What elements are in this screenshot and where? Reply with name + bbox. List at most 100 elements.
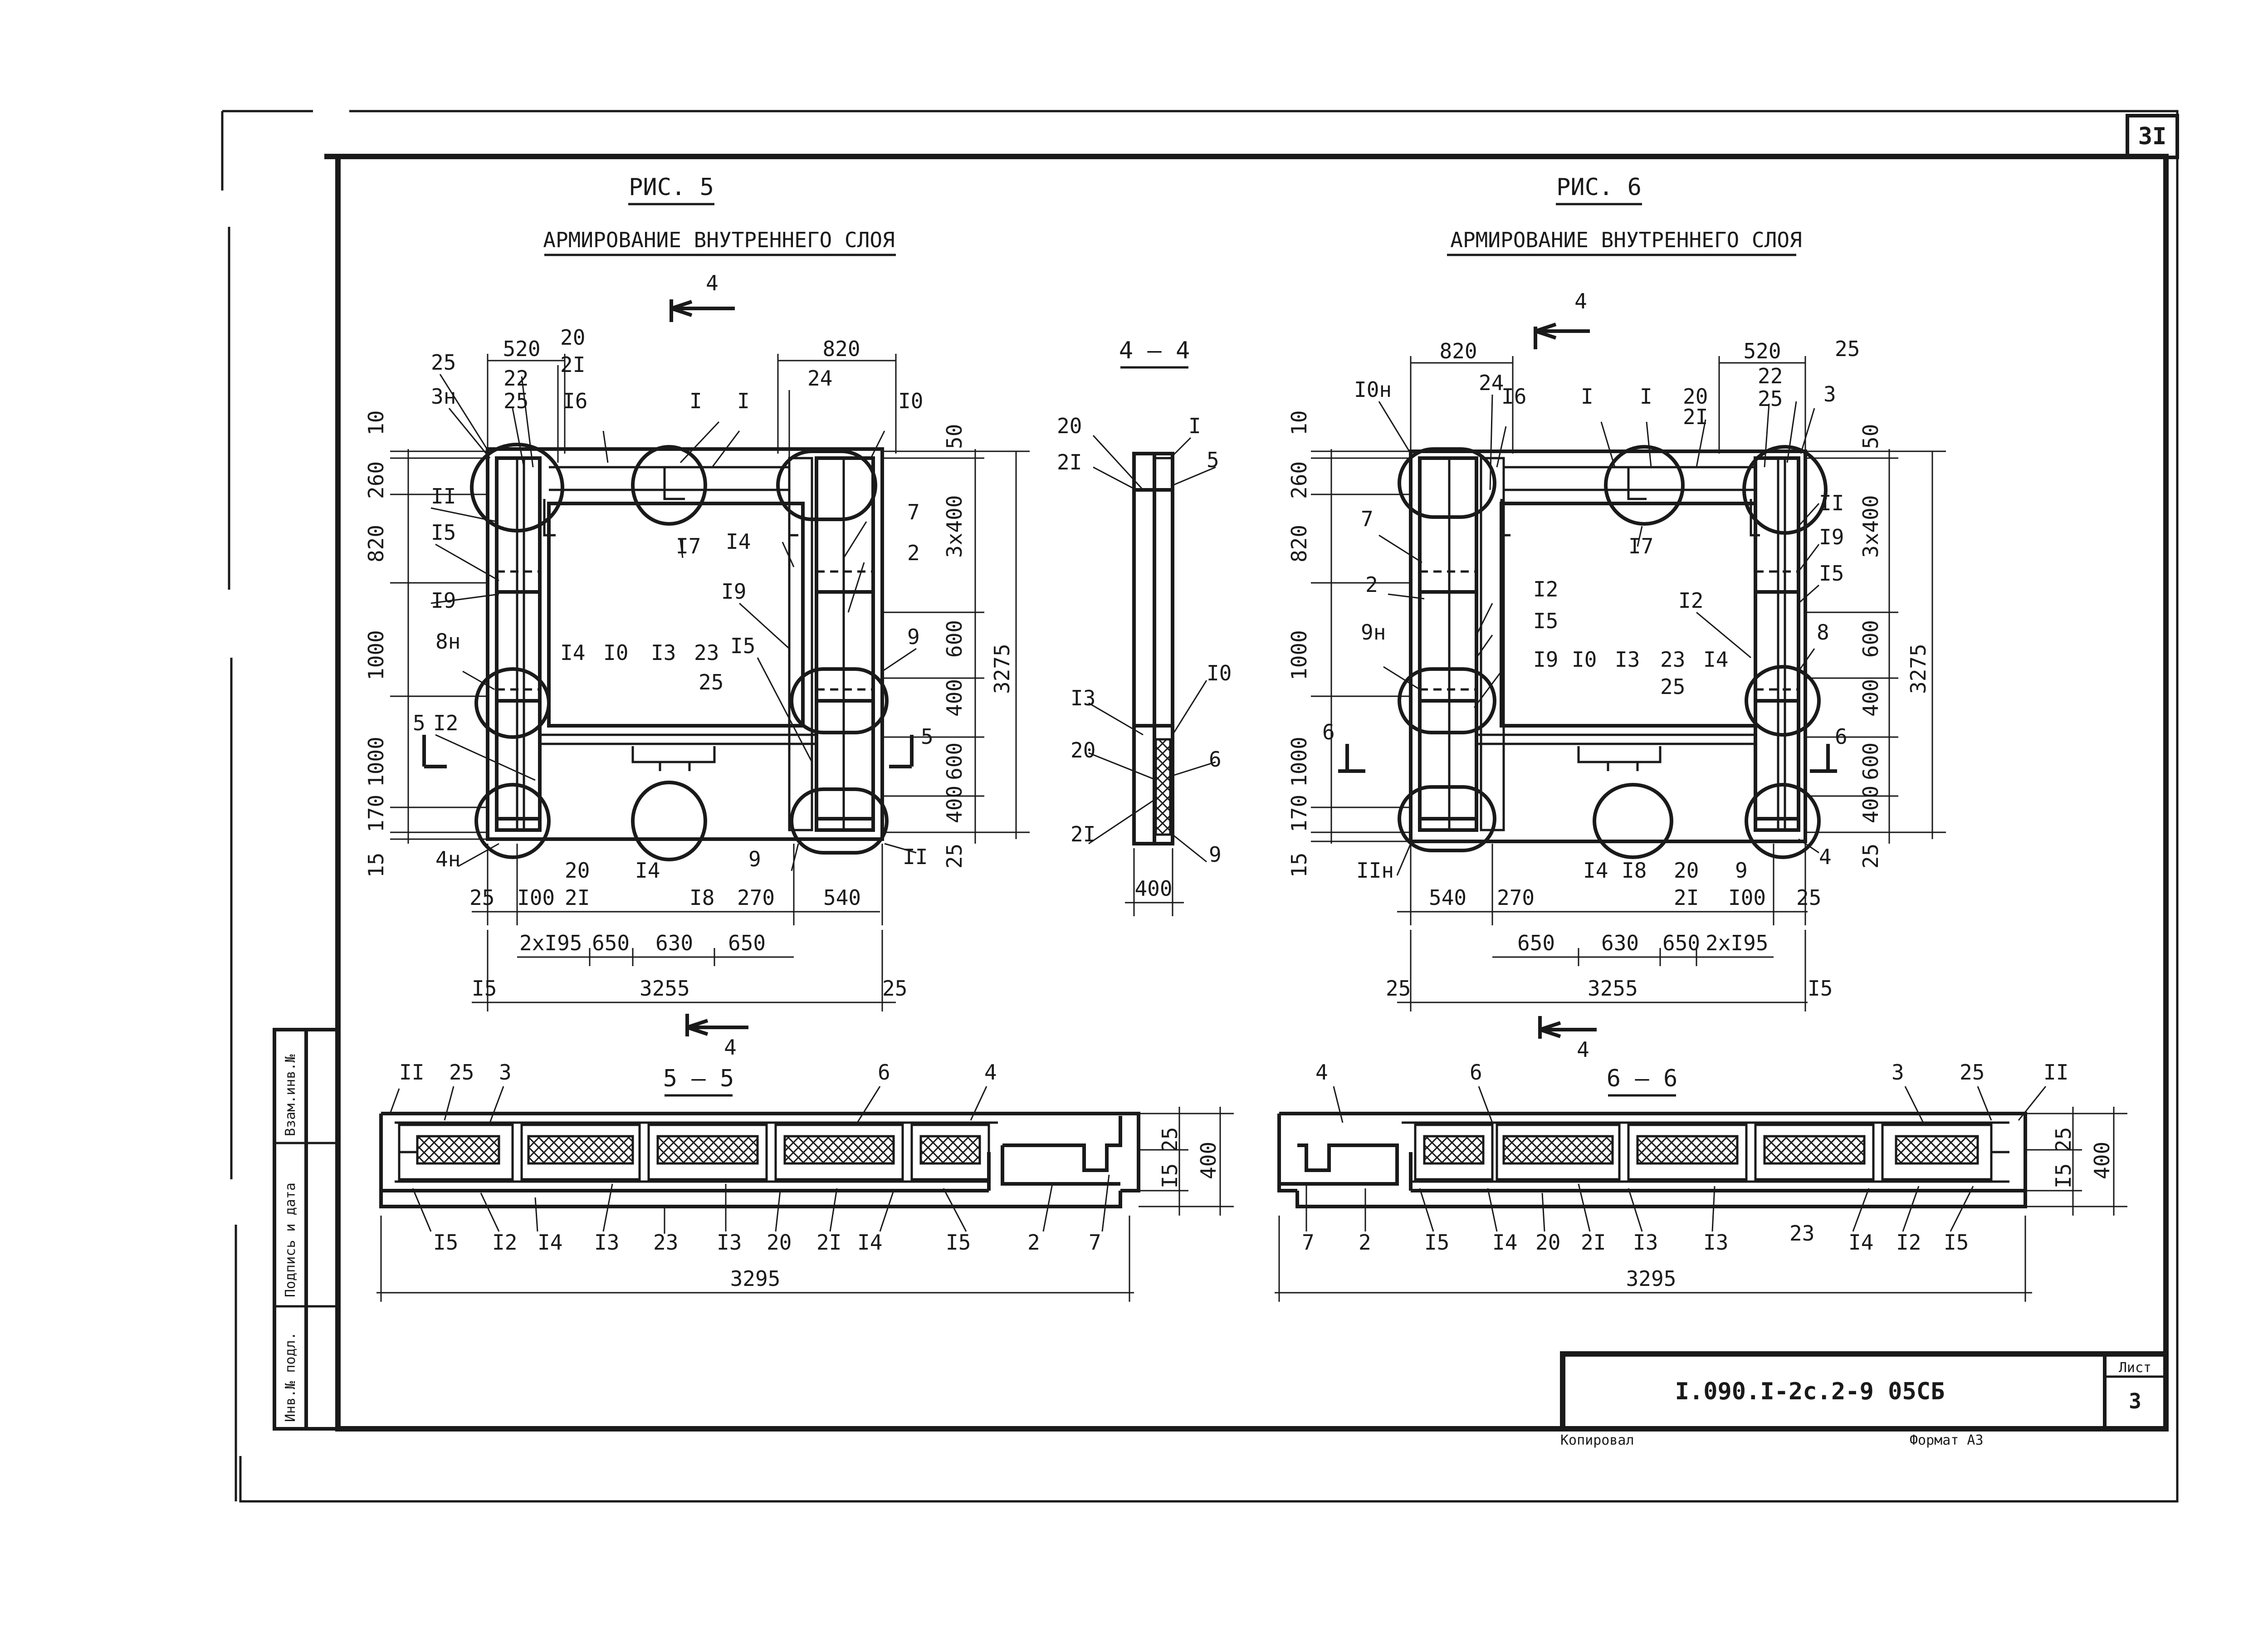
fig5-lbl-22: 22	[503, 366, 528, 391]
sec44-lbl-i3: I3	[1070, 686, 1095, 710]
fig5-dim-3255: 3255	[640, 976, 690, 1001]
fig6-dim-l170: 170	[1287, 795, 1311, 832]
sec66-top-25: 25	[1960, 1060, 1984, 1085]
fig6-lbl-i7: I7	[1628, 534, 1653, 558]
sec66-dim-25: 25	[2051, 1127, 2076, 1152]
sec66-bot-7: 7	[1302, 1230, 1315, 1255]
fig5-lbl-20: 20	[560, 325, 585, 350]
fig5-dim-630: 630	[655, 931, 693, 955]
sec66-bot-i2: I2	[1896, 1230, 1921, 1255]
fig6-lbl-i2b: I2	[1678, 588, 1703, 613]
fig6-lbl-i4: I4	[1703, 647, 1728, 672]
sec44-lbl-i: I	[1188, 414, 1201, 438]
fig6-dim-l1000a: 1000	[1287, 630, 1311, 680]
fig6-lbl-9: 9	[1735, 858, 1748, 883]
fig6-lbl-3: 3	[1823, 382, 1836, 406]
fig6-lbl-i4b: I4	[1583, 858, 1608, 883]
fig5-lbl-4n: 4н	[435, 847, 460, 871]
sec55-top-4: 4	[984, 1060, 997, 1085]
fig6-dim-texts: 820 520 10 260 820 1000 1000 170 15 50 3…	[1287, 339, 1931, 1001]
fig5-sec5-left: 5	[413, 711, 425, 735]
fig6-subtitle: АРМИРОВАНИЕ ВНУТРЕННЕГО СЛОЯ	[1450, 228, 1802, 252]
fig6-lbl-25b: 25	[1835, 337, 1860, 361]
page-number: 3I	[2138, 123, 2167, 150]
list-number: 3	[2129, 1389, 2141, 1413]
fig6-sec4-top: 4	[1574, 289, 1587, 313]
fig5-dim-520: 520	[503, 337, 540, 361]
fig6-dim-520: 520	[1743, 339, 1781, 363]
fig6-dimensions	[1311, 356, 1946, 1011]
fig5-sec4-bot: 4	[724, 1035, 737, 1060]
fig6-lbl-i6: I6	[1501, 384, 1526, 409]
sec55-bot-i3b: I3	[717, 1230, 742, 1255]
fig6-labels: I0н 24 I6 I I 20 2I 22 25 25 3 7 2 9н I2…	[1354, 337, 1860, 910]
fig5-lbl-2i: 2I	[560, 352, 585, 377]
fig6-dim-i5: I5	[1808, 976, 1833, 1001]
sec55-dim-25: 25	[1158, 1127, 1182, 1152]
sec66-dim-400: 400	[2090, 1142, 2114, 1179]
fig6-lbl-iin: IIн	[1356, 858, 1394, 883]
copied-label: Копировал	[1560, 1432, 1634, 1448]
fig6-dim-2x195: 2xI95	[1706, 931, 1768, 955]
fig6-lbl-20b: 20	[1674, 858, 1699, 883]
fig5-lbl-ii-b: II	[903, 845, 928, 869]
fig5-lbl-2: 2	[907, 541, 920, 565]
title-block: I.090.I-2c.2-9 05СБ Лист 3 Копировал Фор…	[1560, 1351, 2169, 1448]
sec44-title: 4 – 4	[1119, 337, 1190, 364]
fig6-sec4-bot: 4	[1577, 1037, 1589, 1062]
fig5-lbl-i6: I6	[562, 389, 587, 413]
fig6-callouts	[1378, 394, 1820, 876]
fig6-dim-b25l: 25	[1386, 976, 1411, 1001]
fig5-lbl-i9b: I9	[721, 579, 746, 604]
fig5-lbl-ii: II	[431, 484, 456, 508]
fig6-dim-r3275: 3275	[1906, 644, 1931, 694]
sec55-top-ii: II	[399, 1060, 424, 1085]
section-4-4: 4 – 4 20 2I I 5 I3 I0 20 6 2I 9 400	[1057, 337, 1232, 916]
stamp-inv-orig: Инв.№ подл.	[283, 1332, 298, 1422]
fig6-lbl-9n: 9н	[1361, 620, 1386, 645]
list-label: Лист	[2119, 1360, 2151, 1376]
fig5-dim-650a: 650	[592, 931, 630, 955]
fig5-lbl-9b: 9	[748, 847, 761, 871]
fig5-dim-2x195: 2xI95	[519, 931, 582, 955]
fig5-lbl-2ib: 2I	[565, 885, 590, 910]
sec55-bot-i5b: I5	[946, 1230, 971, 1255]
fig5-lbl-i8: I8	[689, 885, 714, 910]
fig5-lbl-i-a: I	[689, 389, 702, 413]
fig6-sec6-left: 6	[1322, 720, 1335, 744]
fig5-lbl-i9: I9	[431, 588, 456, 613]
fig6-dim-l10: 10	[1287, 410, 1311, 435]
fig5-lbl-i5: I5	[431, 520, 456, 545]
sec44-lbl-20b: 20	[1070, 738, 1095, 762]
fig5-dim-texts: 520 820 10 260 820 1000 1000 170 15 50 3…	[364, 337, 1014, 1001]
format-label: Формат А3	[1910, 1432, 1984, 1448]
fig6-panel	[1398, 445, 1828, 859]
fig5-dim-l260: 260	[364, 461, 388, 499]
fig6-dim-r400b: 400	[1858, 786, 1883, 823]
fig5-dim-r3x400: 3x400	[942, 495, 967, 558]
fig6-lbl-i-a: I	[1581, 384, 1593, 409]
fig6-title: РИС. 6	[1556, 174, 1642, 201]
sec44-lbl-i0: I0	[1207, 661, 1232, 685]
stamp-sign-date: Подпись и дата	[283, 1182, 298, 1297]
fig6-lbl-i9: I9	[1533, 647, 1558, 672]
sec44-lbl-5: 5	[1207, 448, 1219, 472]
fig5-lbl-9: 9	[907, 625, 920, 649]
fig6-dim-b270: 270	[1497, 885, 1535, 910]
fig6-lbl-22: 22	[1758, 364, 1783, 388]
fig6-lbl-i9b: I9	[1819, 525, 1844, 549]
figure-5: РИС. 5 АРМИРОВАНИЕ ВНУТРЕННЕГО СЛОЯ 4 4 …	[364, 174, 1030, 1060]
sec55-bot-2i: 2I	[816, 1230, 841, 1255]
fig5-dim-820: 820	[822, 337, 860, 361]
fig6-lbl-i5b: I5	[1819, 561, 1844, 586]
sec66-top-6: 6	[1470, 1060, 1482, 1085]
sec55-bot-i5a: I5	[433, 1230, 458, 1255]
fig5-dim-r25: 25	[942, 844, 967, 869]
fig5-lbl-i4b: I4	[560, 640, 585, 665]
stamp-inv-repl: Взам.инв.№	[283, 1054, 298, 1136]
fig5-lbl-i4a: I4	[726, 529, 751, 554]
sec55-bot-7: 7	[1089, 1230, 1101, 1255]
fig6-lbl-i8: I8	[1622, 858, 1647, 883]
fig5-lbl-i-b: I	[737, 389, 750, 413]
sec55-top-3: 3	[499, 1060, 512, 1085]
